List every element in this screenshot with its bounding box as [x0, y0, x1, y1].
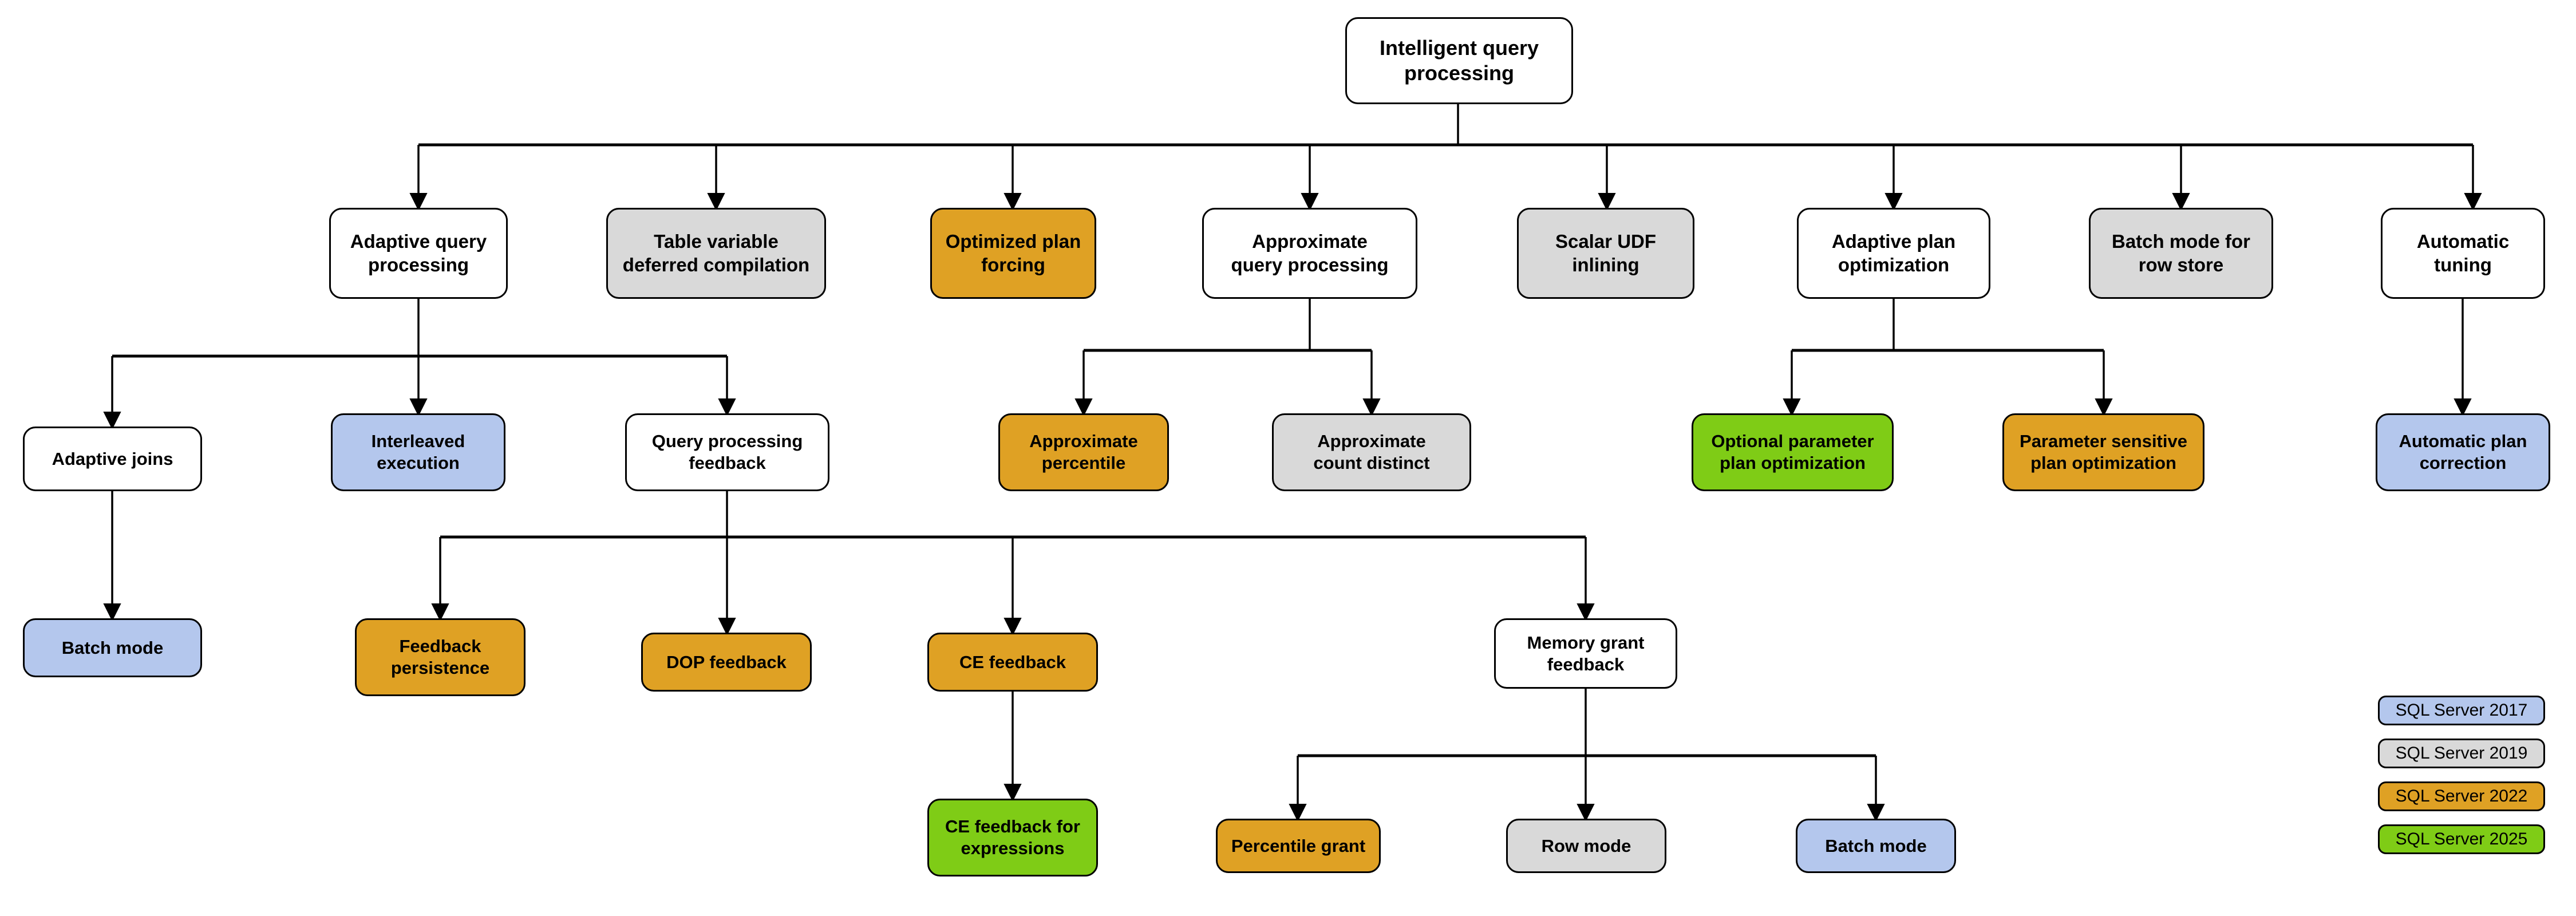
node-label: Approximate query processing [1231, 231, 1389, 275]
node-ce-feedback-for-expressions[interactable]: CE feedback for expressions [927, 799, 1098, 876]
node-label: Table variable deferred compilation [622, 231, 810, 275]
node-label: Adaptive plan optimization [1831, 231, 1956, 275]
node-label: CE feedback [959, 652, 1066, 672]
node-label: DOP feedback [666, 652, 787, 672]
legend-label: SQL Server 2019 [2395, 744, 2528, 763]
node-feedback-persistence[interactable]: Feedback persistence [355, 618, 526, 696]
node-label: Feedback persistence [390, 636, 490, 678]
node-dop-feedback[interactable]: DOP feedback [641, 633, 812, 692]
node-label: Batch mode for row store [2111, 231, 2251, 275]
node-memory-grant-feedback[interactable]: Memory grant feedback [1494, 618, 1677, 689]
node-percentile-grant[interactable]: Percentile grant [1216, 819, 1381, 873]
node-label: Adaptive query processing [350, 231, 487, 275]
node-label: Approximate percentile [1029, 431, 1138, 473]
node-parameter-sensitive-plan-optimization[interactable]: Parameter sensitive plan optimization [2002, 413, 2204, 491]
node-label: Percentile grant [1231, 835, 1366, 856]
node-label: Intelligent query processing [1379, 36, 1539, 85]
node-approximate-query-processing[interactable]: Approximate query processing [1202, 208, 1417, 299]
node-label: Query processing feedback [651, 431, 803, 473]
node-scalar-udf-inlining[interactable]: Scalar UDF inlining [1517, 208, 1694, 299]
node-label: Memory grant feedback [1527, 632, 1645, 674]
node-label: Optimized plan forcing [945, 231, 1081, 275]
node-optional-parameter-plan-optimization[interactable]: Optional parameter plan optimization [1692, 413, 1894, 491]
node-approximate-count-distinct[interactable]: Approximate count distinct [1272, 413, 1471, 491]
node-optimized-plan-forcing[interactable]: Optimized plan forcing [930, 208, 1096, 299]
node-label: Batch mode [1825, 835, 1927, 856]
node-automatic-plan-correction[interactable]: Automatic plan correction [2376, 413, 2550, 491]
node-label: Batch mode [61, 637, 164, 658]
node-batch-mode-memory-grant[interactable]: Batch mode [1796, 819, 1956, 873]
node-label: Interleaved execution [371, 431, 465, 473]
legend-item-sql-server-2025[interactable]: SQL Server 2025 [2378, 824, 2545, 854]
node-row-mode[interactable]: Row mode [1506, 819, 1666, 873]
node-query-processing-feedback[interactable]: Query processing feedback [625, 413, 829, 491]
node-batch-mode-adaptive-joins[interactable]: Batch mode [23, 618, 202, 677]
node-label: Automatic tuning [2416, 231, 2510, 275]
node-approximate-percentile[interactable]: Approximate percentile [998, 413, 1169, 491]
node-label: CE feedback for expressions [945, 816, 1080, 858]
node-label: Approximate count distinct [1313, 431, 1430, 473]
node-label: Automatic plan correction [2399, 431, 2527, 473]
node-label: Adaptive joins [52, 448, 173, 469]
node-automatic-tuning[interactable]: Automatic tuning [2381, 208, 2545, 299]
legend-label: SQL Server 2022 [2395, 787, 2528, 806]
node-label: Row mode [1541, 835, 1631, 856]
node-adaptive-query-processing[interactable]: Adaptive query processing [329, 208, 508, 299]
node-table-variable-deferred-compilation[interactable]: Table variable deferred compilation [606, 208, 826, 299]
node-intelligent-query-processing[interactable]: Intelligent query processing [1345, 17, 1573, 104]
legend-label: SQL Server 2025 [2395, 830, 2528, 848]
node-label: Parameter sensitive plan optimization [2020, 431, 2187, 473]
legend-item-sql-server-2019[interactable]: SQL Server 2019 [2378, 739, 2545, 768]
legend-item-sql-server-2017[interactable]: SQL Server 2017 [2378, 696, 2545, 725]
node-label: Scalar UDF inlining [1555, 231, 1657, 275]
node-interleaved-execution[interactable]: Interleaved execution [331, 413, 505, 491]
node-adaptive-joins[interactable]: Adaptive joins [23, 427, 202, 491]
node-label: Optional parameter plan optimization [1711, 431, 1874, 473]
node-ce-feedback[interactable]: CE feedback [927, 633, 1098, 692]
legend-item-sql-server-2022[interactable]: SQL Server 2022 [2378, 781, 2545, 811]
node-adaptive-plan-optimization[interactable]: Adaptive plan optimization [1797, 208, 1990, 299]
legend-label: SQL Server 2017 [2395, 701, 2528, 720]
node-batch-mode-for-row-store[interactable]: Batch mode for row store [2089, 208, 2273, 299]
